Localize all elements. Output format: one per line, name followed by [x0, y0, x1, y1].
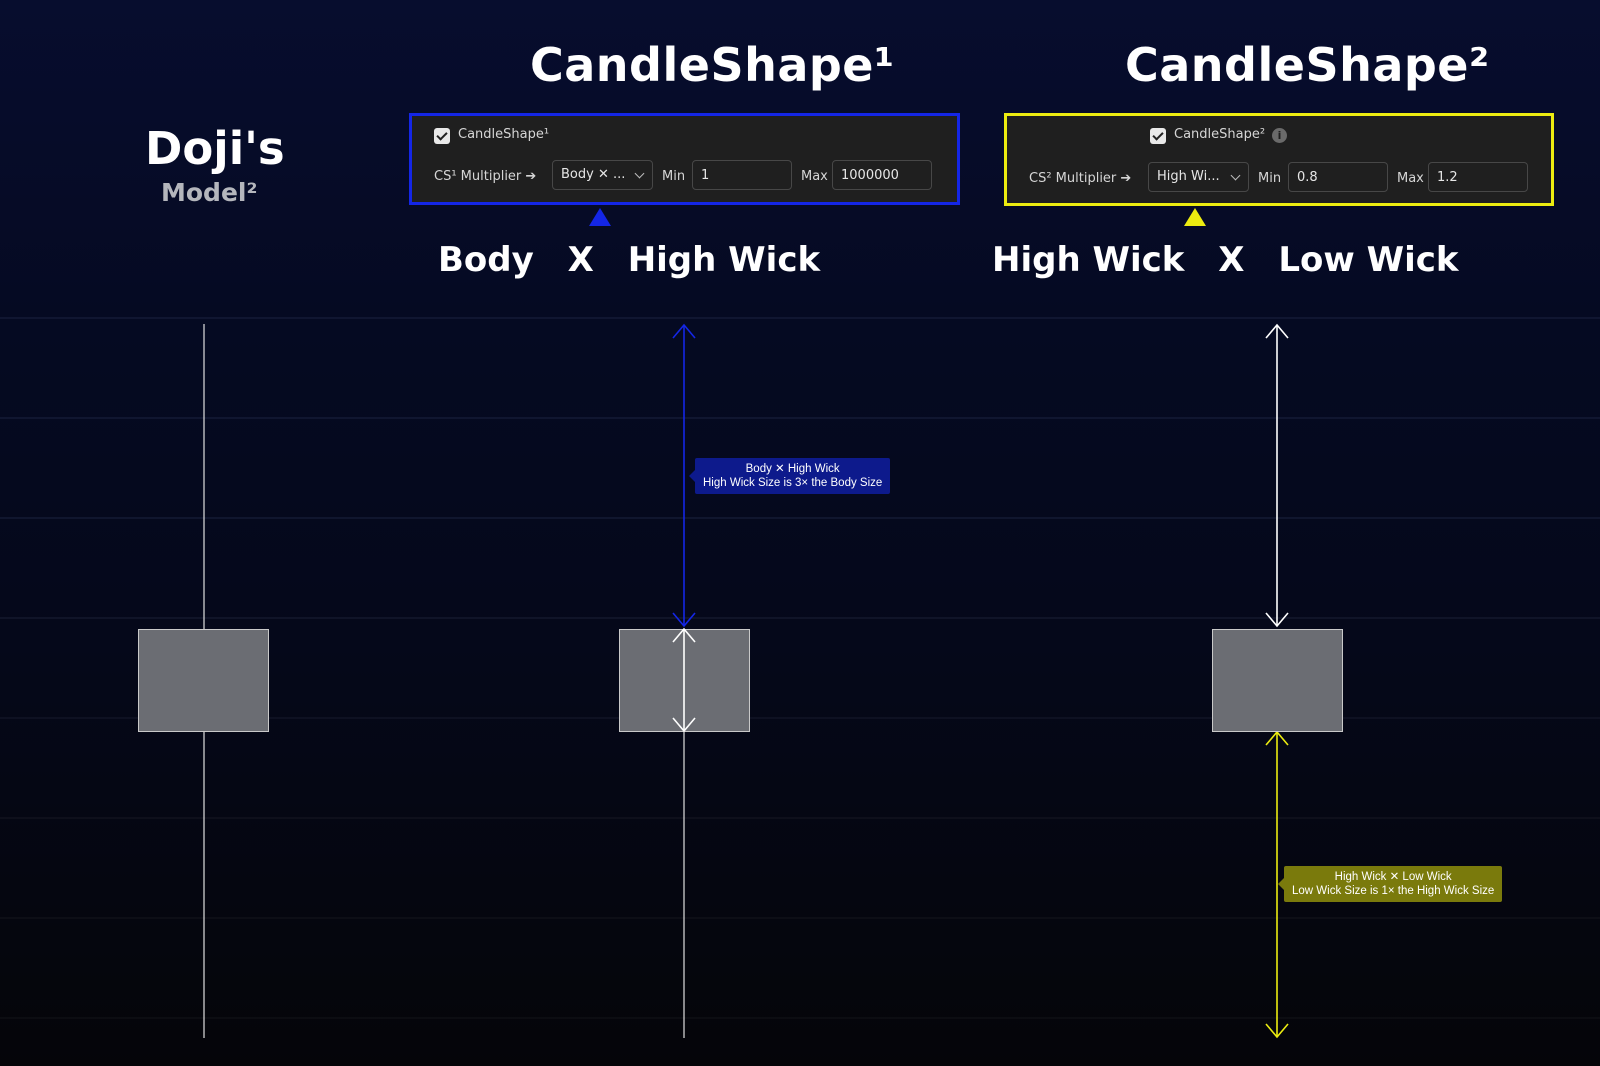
doji-candle-body	[138, 629, 269, 732]
col2-caption-high-wick: High Wick	[992, 240, 1185, 280]
doji-title: Doji's	[145, 122, 285, 175]
candleshape1-checkbox-label: CandleShape¹	[458, 127, 550, 142]
candleshape1-checkbox[interactable]	[434, 128, 450, 144]
candleshape2-settings-panel: CandleShape² i CS² Multiplier ➔ High Wi.…	[1004, 113, 1554, 206]
col1-caption-high-wick: High Wick	[627, 240, 821, 280]
candleshape1-settings-panel: CandleShape¹ CS¹ Multiplier ➔ Body ✕ ...…	[409, 113, 960, 205]
col2-caption-x: X	[1218, 240, 1245, 280]
cs2-min-input[interactable]	[1288, 162, 1388, 192]
cs2-min-label: Min	[1258, 171, 1282, 186]
candleshape2-title: CandleShape²	[1125, 38, 1490, 92]
info-icon[interactable]: i	[1272, 128, 1287, 143]
col1-caption: Body X High Wick	[438, 240, 820, 280]
cs1-max-label: Max	[801, 169, 828, 184]
yellow-pointer-triangle	[1184, 208, 1206, 226]
cs2-multiplier-select-value: High Wi...	[1157, 169, 1220, 184]
tooltip1-line1: Body ✕ High Wick	[745, 463, 840, 475]
col1-caption-x: X	[567, 240, 594, 280]
tooltip1-line2: High Wick Size is 3× the Body Size	[703, 477, 883, 489]
cs1-multiplier-select-value: Body ✕ ...	[561, 167, 626, 182]
cs1-multiplier-select[interactable]: Body ✕ ...	[552, 160, 653, 190]
tooltip2-line1: High Wick ✕ Low Wick	[1334, 871, 1452, 883]
candleshape2-checkbox[interactable]	[1150, 128, 1166, 144]
cs1-min-input[interactable]	[692, 160, 792, 190]
cs2-max-label: Max	[1397, 171, 1424, 186]
cs2-multiplier-label: CS² Multiplier ➔	[1029, 171, 1132, 186]
model-subtitle: Model²	[161, 178, 258, 207]
col1-caption-body: Body	[438, 240, 534, 280]
yellow-low-wick-arrow	[1265, 730, 1289, 1039]
cs2-multiplier-select[interactable]: High Wi...	[1148, 162, 1249, 192]
white-high-wick-arrow	[1265, 323, 1289, 628]
body-high-wick-tooltip: Body ✕ High Wick High Wick Size is 3× th…	[688, 458, 891, 494]
cs1-max-input[interactable]	[832, 160, 932, 190]
col2-caption: High Wick X Low Wick	[992, 240, 1459, 280]
blue-high-wick-arrow	[672, 323, 696, 628]
cs1-min-label: Min	[662, 169, 686, 184]
blue-pointer-triangle	[589, 208, 611, 226]
cs2-max-input[interactable]	[1428, 162, 1528, 192]
col2-caption-low-wick: Low Wick	[1278, 240, 1459, 280]
high-low-wick-tooltip: High Wick ✕ Low Wick Low Wick Size is 1×…	[1277, 866, 1503, 902]
candleshape2-checkbox-label: CandleShape²	[1174, 127, 1266, 142]
tooltip2-line2: Low Wick Size is 1× the High Wick Size	[1292, 885, 1495, 897]
candleshape1-title: CandleShape¹	[530, 38, 895, 92]
candle3-body	[1212, 629, 1343, 732]
cs1-multiplier-label: CS¹ Multiplier ➔	[434, 169, 537, 184]
